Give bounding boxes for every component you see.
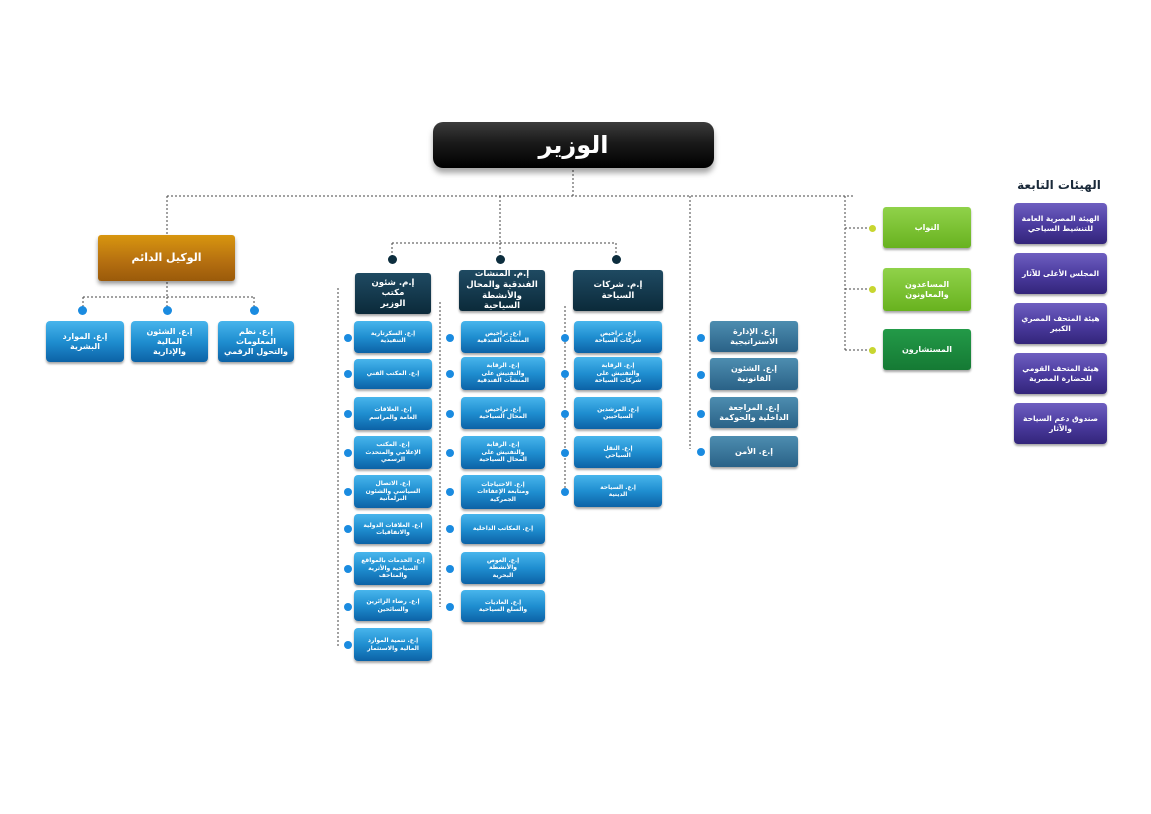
bullet <box>561 449 569 457</box>
office-dept-box: إ.ع. العلاقات العامة والمراسم <box>354 397 432 430</box>
bullet <box>446 603 454 611</box>
bullet <box>697 410 705 418</box>
direct-dept-box: إ.ع. المراجعة الداخلية والحوكمة <box>710 397 798 428</box>
bullet <box>344 410 352 418</box>
bullet <box>612 255 621 264</box>
hotels-dept-box: إ.ع. الاحتياجات ومتابعة الإعفاءات الجمرك… <box>461 475 545 509</box>
deputy-dept-box: إ.ع. الموارد البشرية <box>46 321 124 362</box>
office-dept-box: إ.ع. الخدمات بالمواقع السياحية والأثرية … <box>354 552 432 585</box>
office-dept-box: إ.ع. العلاقات الدولية والاتفاقيات <box>354 514 432 544</box>
hotels-dept-box: إ.ع. الرقابة والتفتيش على المنشآت الفندق… <box>461 357 545 390</box>
bullet <box>561 488 569 496</box>
bullet <box>869 347 876 354</box>
bullet <box>344 565 352 573</box>
tourism-companies-dept-box: إ.ع. تراخيص شركات السياحة <box>574 321 662 353</box>
bullet <box>388 255 397 264</box>
hotels-dept-box: إ.ع. تراخيص المنشآت الفندقية <box>461 321 545 353</box>
authority-box: هيئة المتحف المصري الكبير <box>1014 303 1107 344</box>
office-dept-box: إ.ع. الاتصال السياسي والشئون البرلمانية <box>354 475 432 508</box>
bullet <box>446 449 454 457</box>
hotels-dept-box: إ.ع. تراخيص المحال السياحية <box>461 397 545 429</box>
bullet <box>344 449 352 457</box>
direct-dept-box: إ.ع. الأمن <box>710 436 798 467</box>
office-dept-box: إ.ع. تنمية الموارد المالية والاستثمار <box>354 628 432 661</box>
gm-office-box: إ.م. شئون مكتب الوزير <box>355 273 431 314</box>
bullet <box>344 525 352 533</box>
tourism-companies-dept-box: إ.ع. النقل السياحي <box>574 436 662 468</box>
bullet <box>446 565 454 573</box>
advisor-box: المساعدون والمعاونون <box>883 268 971 311</box>
bullet <box>163 306 172 315</box>
bullet <box>446 525 454 533</box>
bullet <box>446 488 454 496</box>
gm-tourism-companies-box: إ.م. شركات السياحة <box>573 270 663 311</box>
authority-box: المجلس الأعلى للآثار <box>1014 253 1107 294</box>
bullet <box>561 370 569 378</box>
tourism-companies-dept-box: إ.ع. الرقابة والتفتيش على شركات السياحة <box>574 357 662 390</box>
bullet <box>697 334 705 342</box>
gm-hotels-box: إ.م. المنشآت الفندقية والمحال والأنشطة ا… <box>459 269 545 311</box>
bullet <box>697 448 705 456</box>
bullet <box>446 334 454 342</box>
authority-box: صندوق دعم السياحة والآثار <box>1014 403 1107 444</box>
office-dept-box: إ.ع. السكرتارية التنفيذية <box>354 321 432 353</box>
tourism-companies-dept-box: إ.ع. السياحة الدينية <box>574 475 662 507</box>
bullet <box>344 603 352 611</box>
bullet <box>78 306 87 315</box>
authority-box: الهيئة المصرية العامة للتنشيط السياحي <box>1014 203 1107 244</box>
hotels-dept-box: إ.ع. الغوص والأنشطة البحرية <box>461 552 545 584</box>
bullet <box>561 334 569 342</box>
bullet <box>344 370 352 378</box>
advisor-box: المستشارون <box>883 329 971 370</box>
bullet <box>344 488 352 496</box>
hotels-dept-box: إ.ع. الرقابة والتفتيش على المحال السياحي… <box>461 436 545 469</box>
bullet <box>869 286 876 293</box>
office-dept-box: إ.ع. المكتب الإعلامي والمتحدث الرسمي <box>354 436 432 469</box>
bullet <box>869 225 876 232</box>
advisor-box: النواب <box>883 207 971 248</box>
office-dept-box: إ.ع. المكتب الفني <box>354 359 432 389</box>
office-dept-box: إ.ع. رضاء الزائرين والسائحين <box>354 590 432 621</box>
direct-dept-box: إ.ع. الشئون القانونية <box>710 358 798 390</box>
bullet <box>697 371 705 379</box>
bullet <box>446 370 454 378</box>
bullet <box>344 334 352 342</box>
direct-dept-box: إ.ع. الإدارة الاستراتيجية <box>710 321 798 352</box>
bullet <box>561 410 569 418</box>
bullet <box>446 410 454 418</box>
minister-box: الوزير <box>433 122 714 168</box>
hotels-dept-box: إ.ع. العاديات والسلع السياحية <box>461 590 545 622</box>
authority-box: هيئة المتحف القومي للحضارة المصرية <box>1014 353 1107 394</box>
bullet <box>250 306 259 315</box>
tourism-companies-dept-box: إ.ع. المرشدين السياحيين <box>574 397 662 429</box>
deputy-dept-box: إ.ع. نظم المعلومات والتحول الرقمي <box>218 321 294 362</box>
bullet <box>344 641 352 649</box>
bullet <box>496 255 505 264</box>
deputy-dept-box: إ.ع. الشئون المالية والإدارية <box>131 321 208 362</box>
authorities-title: الهيئات التابعة <box>1017 178 1101 192</box>
hotels-dept-box: إ.ع. المكاتب الداخلية <box>461 514 545 544</box>
deputy-box: الوكيل الدائم <box>98 235 235 281</box>
